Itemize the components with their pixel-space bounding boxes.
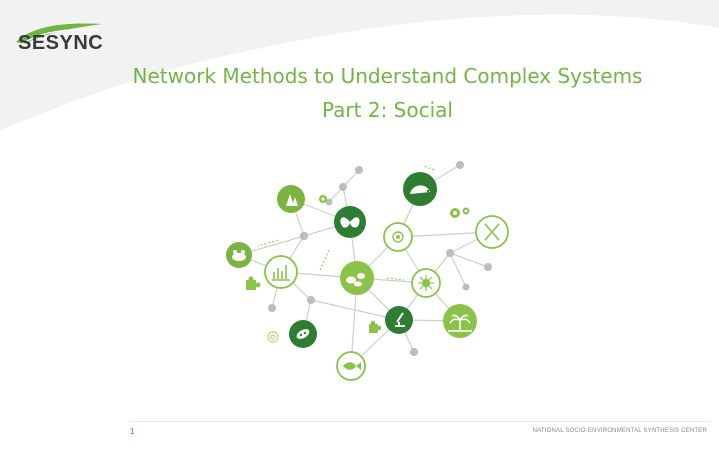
title-line-2: Part 2: Social — [322, 98, 453, 122]
sesync-logo-icon — [16, 23, 102, 47]
small-gray-nodes — [268, 161, 492, 356]
palm-island-node — [443, 304, 477, 338]
virus-node — [411, 268, 441, 298]
microscope-node — [385, 306, 413, 334]
page-number: 1 — [130, 427, 135, 436]
footer-org-name: NATIONAL SOCIO-ENVIRONMENTAL SYNTHESIS C… — [532, 428, 707, 434]
chart-node — [264, 255, 298, 289]
butterfly-node — [334, 206, 366, 238]
stones-node — [340, 261, 374, 295]
puzzle-pieces — [246, 276, 382, 333]
dashed-arrows — [257, 165, 435, 281]
logo-text: SESYNC — [18, 32, 104, 54]
decorative-gears — [319, 195, 470, 218]
fish-node — [336, 351, 366, 381]
outline-gears — [267, 331, 279, 343]
dna-node — [475, 215, 509, 249]
title-line-1: Network Methods to Understand Complex Sy… — [132, 64, 643, 88]
tree-node — [277, 185, 305, 213]
snail-node — [383, 222, 413, 252]
hedgehog-node — [403, 172, 437, 206]
bacteria-node — [289, 320, 317, 348]
frog-node — [226, 242, 252, 268]
footer-divider — [130, 421, 710, 422]
